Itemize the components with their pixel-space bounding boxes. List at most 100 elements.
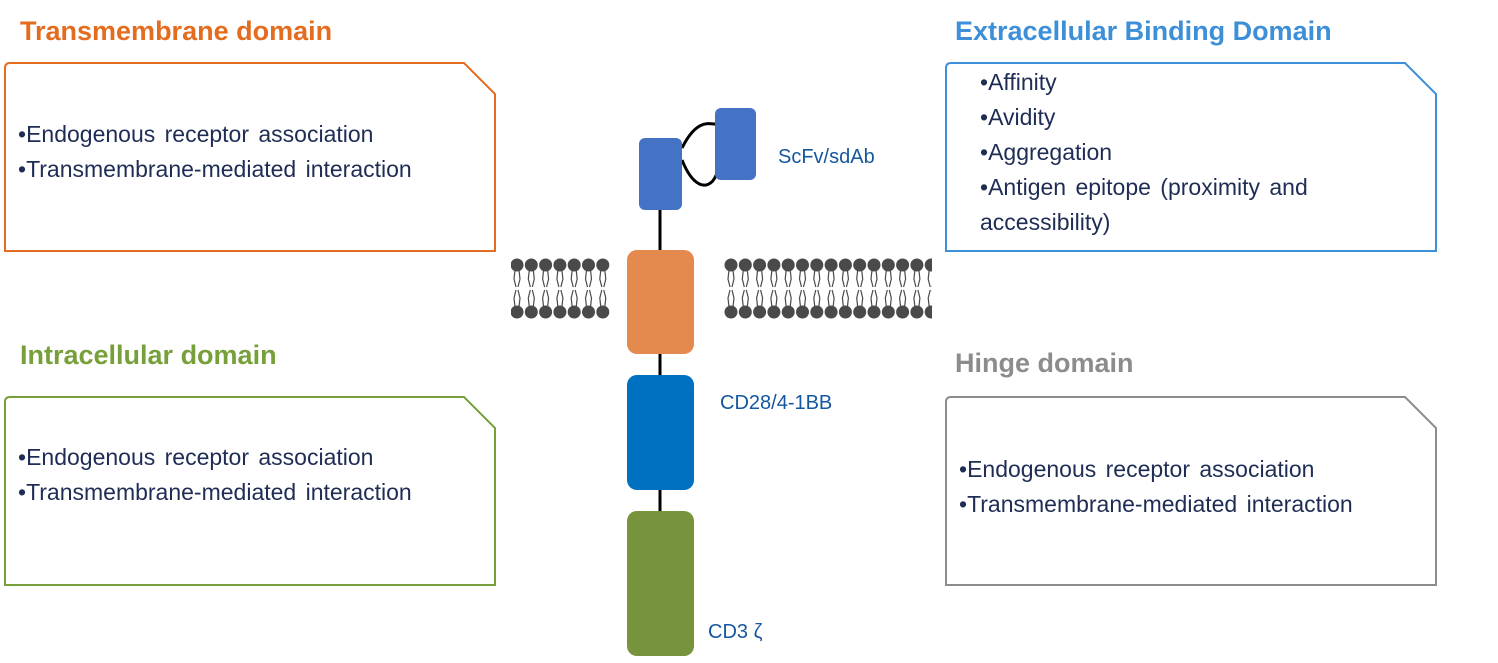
costimulatory-block (627, 375, 694, 490)
extracellular-box: Affinity Avidity Aggregation Antigen epi… (945, 62, 1437, 252)
lipid-head (896, 305, 910, 319)
lipid-tail (755, 269, 760, 288)
intracellular-heading: Intracellular domain (20, 340, 277, 370)
lipid-tail (817, 289, 821, 308)
lipid-tail (513, 289, 517, 308)
lipid-tail (745, 289, 749, 308)
intracellular-list: Endogenous receptor association Transmem… (18, 440, 412, 510)
transmembrane-block (627, 250, 694, 354)
lipid-head (553, 258, 567, 272)
lipid-tail (917, 269, 921, 288)
lipid-tail (741, 289, 745, 308)
cd3-zeta-label: CD3 ζ (708, 621, 763, 643)
scfv-label: ScFv/sdAb (778, 146, 875, 168)
lipid-tail (888, 269, 892, 288)
lipid-bilayer-right (724, 258, 932, 319)
list-item: Transmembrane-mediated interaction (959, 487, 1353, 522)
lipid-tail (870, 289, 874, 308)
costim-label: CD28/4-1BB (720, 392, 833, 414)
lipid-tail (560, 269, 564, 288)
lipid-tail (927, 289, 931, 308)
lipid-head (767, 305, 781, 319)
lipid-tail (527, 289, 531, 308)
list-item: Avidity (980, 100, 1400, 135)
lipid-tail (841, 269, 845, 288)
lipid-tail (774, 269, 778, 288)
lipid-head (539, 258, 553, 272)
lipid-tail (898, 289, 903, 308)
lipid-tail (813, 269, 817, 288)
lipid-tail (870, 269, 874, 288)
lipid-head (853, 258, 867, 272)
lipid-tail (913, 269, 917, 288)
lipid-tail (788, 269, 792, 288)
lipid-tail (784, 269, 788, 288)
lipid-head (553, 305, 567, 319)
lipid-tail (845, 289, 850, 308)
lipid-head (853, 305, 867, 319)
lipid-tail (827, 289, 831, 308)
lipid-tail (727, 269, 731, 288)
lipid-head (738, 305, 752, 319)
lipid-head (753, 258, 767, 272)
lipid-tail (570, 289, 574, 308)
lipid-tail (813, 289, 817, 308)
lipid-head (838, 305, 852, 319)
lipid-head (796, 305, 809, 319)
lipid-head (724, 305, 738, 319)
lipid-tail (584, 269, 589, 288)
scfv-domain-1 (639, 138, 682, 210)
lipid-tail (770, 269, 774, 288)
lipid-tail (802, 289, 807, 308)
list-item: Affinity (980, 65, 1400, 100)
lipid-tail (531, 269, 535, 288)
lipid-tail (788, 289, 792, 308)
lipid-head (511, 305, 524, 319)
lipid-tail (527, 269, 531, 288)
lipid-head (924, 258, 932, 272)
lipid-tail (755, 289, 760, 308)
lipid-tail (856, 289, 860, 308)
list-item: Endogenous receptor association (18, 117, 412, 152)
lipid-head (867, 258, 881, 272)
lipid-tail (584, 289, 589, 308)
lipid-head (738, 258, 752, 272)
cd3-zeta-block (627, 511, 694, 656)
lipid-tail (784, 289, 788, 308)
lipid-tail (898, 269, 903, 288)
transmembrane-box: Endogenous receptor association Transmem… (4, 62, 496, 252)
lipid-tail (574, 269, 578, 288)
lipid-head (767, 258, 781, 272)
lipid-tail (531, 289, 535, 308)
lipid-head (867, 305, 881, 319)
lipid-tail (570, 269, 574, 288)
lipid-tail (913, 289, 917, 308)
lipid-tail (603, 269, 607, 288)
lipid-tail (731, 289, 735, 308)
lipid-tail (770, 289, 774, 308)
lipid-tail (817, 269, 821, 288)
lipid-tail (798, 289, 803, 308)
lipid-tail (727, 289, 731, 308)
lipid-tail (884, 269, 888, 288)
lipid-head (596, 305, 610, 319)
lipid-tail (827, 269, 831, 288)
lipid-tail (603, 289, 607, 308)
lipid-tail (546, 289, 550, 308)
lipid-tail (927, 269, 931, 288)
lipid-tail (513, 269, 517, 288)
extracellular-list: Affinity Avidity Aggregation Antigen epi… (980, 65, 1400, 240)
lipid-tail (931, 285, 932, 287)
lipid-tail (599, 269, 603, 288)
lipid-tail (774, 289, 778, 308)
lipid-bilayer-left (511, 258, 610, 319)
hinge-heading: Hinge domain (955, 348, 1134, 378)
transmembrane-heading: Transmembrane domain (20, 16, 333, 46)
lipid-tail (874, 289, 878, 308)
lipid-head (810, 305, 824, 319)
lipid-tail (760, 269, 764, 288)
lipid-tail (860, 269, 864, 288)
lipid-tail (831, 269, 835, 288)
list-item: Transmembrane-mediated interaction (18, 475, 412, 510)
lipid-tail (745, 269, 749, 288)
